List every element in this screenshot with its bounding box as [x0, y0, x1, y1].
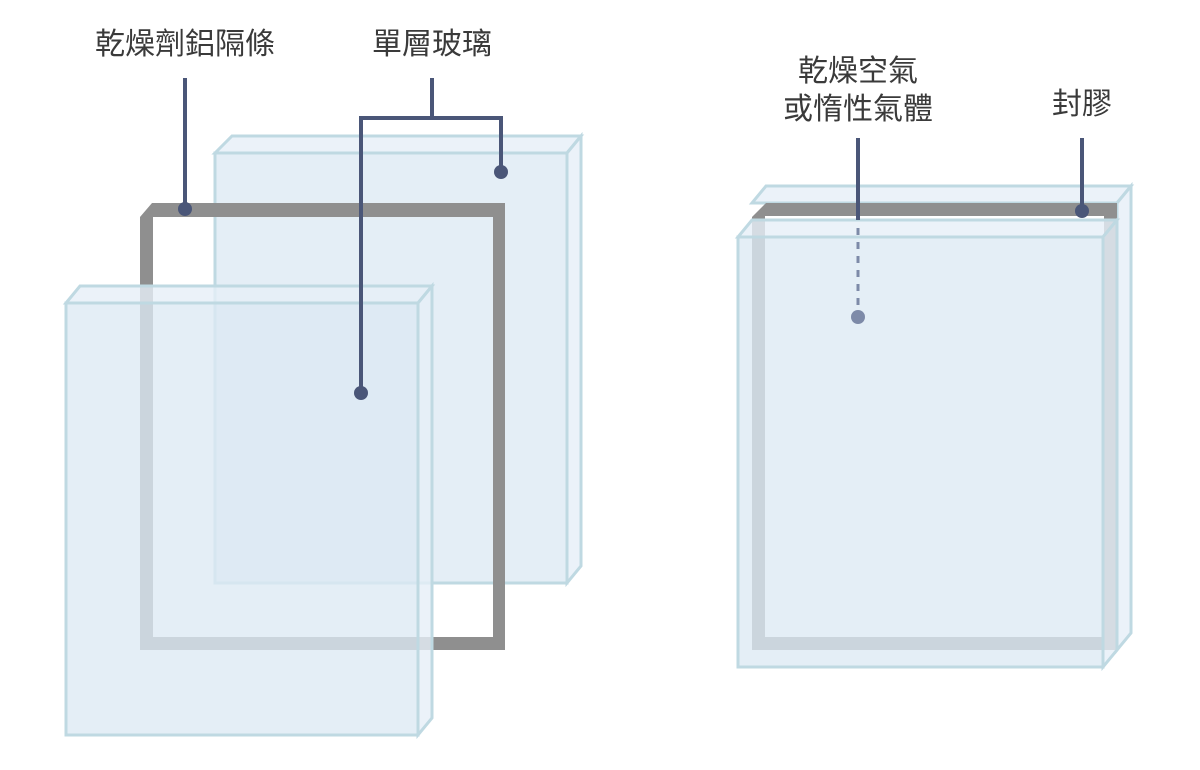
- label-single-glass: 單層玻璃: [372, 27, 492, 62]
- front-glass-pane-right: [734, 215, 1121, 672]
- leader-spacer: [178, 78, 192, 216]
- label-sealant: 封膠: [1052, 87, 1112, 122]
- label-spacer: 乾燥劑鋁隔條: [95, 27, 275, 62]
- leader-sealant: [1075, 138, 1089, 218]
- label-gas-line1: 乾燥空氣: [798, 54, 918, 89]
- front-glass-pane-left: [62, 281, 436, 740]
- label-gas-line2: 或惰性氣體: [783, 92, 933, 127]
- leader-gas: [851, 138, 865, 324]
- leader-single-glass: [354, 78, 508, 400]
